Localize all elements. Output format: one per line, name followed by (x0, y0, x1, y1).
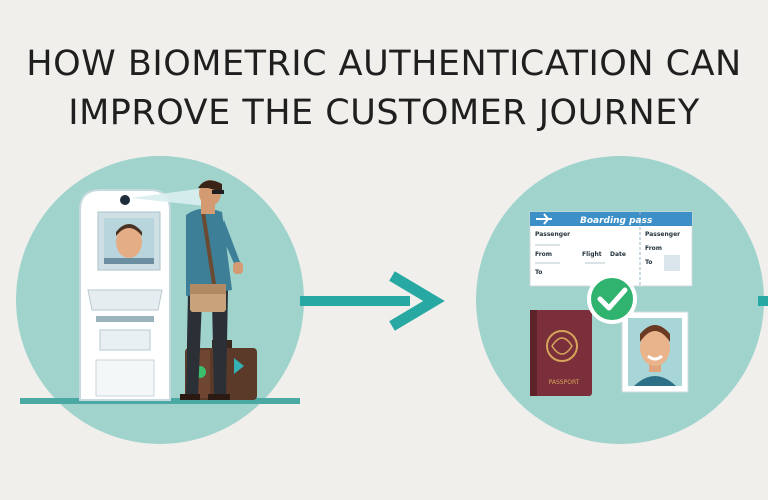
stub-passenger-label: Passenger (645, 231, 680, 238)
from-label: From (535, 251, 552, 258)
title-line-2: IMPROVE THE CUSTOMER JOURNEY (68, 93, 700, 133)
stub-to-label: To (645, 259, 652, 266)
passenger-label: Passenger (535, 231, 570, 238)
date-label: Date (610, 251, 626, 258)
check-icon (587, 274, 637, 324)
flight-label: Flight (582, 251, 602, 258)
traveler-figure (180, 180, 257, 400)
boarding-pass (529, 211, 693, 287)
passport-label: PASSPORT (549, 379, 580, 386)
id-photo (621, 311, 689, 393)
biometric-kiosk (79, 188, 205, 401)
title-line-1: HOW BIOMETRIC AUTHENTICATION CAN (26, 44, 742, 84)
kiosk-scene (16, 156, 304, 444)
passport (530, 310, 592, 396)
arrow-right-icon (300, 271, 445, 331)
plane-icon (536, 213, 552, 225)
boarding-pass-title: Boarding pass (580, 216, 653, 226)
next-arrow-stub (758, 296, 768, 306)
documents-scene (476, 156, 764, 444)
to-label: To (535, 269, 542, 276)
stub-from-label: From (645, 245, 662, 252)
